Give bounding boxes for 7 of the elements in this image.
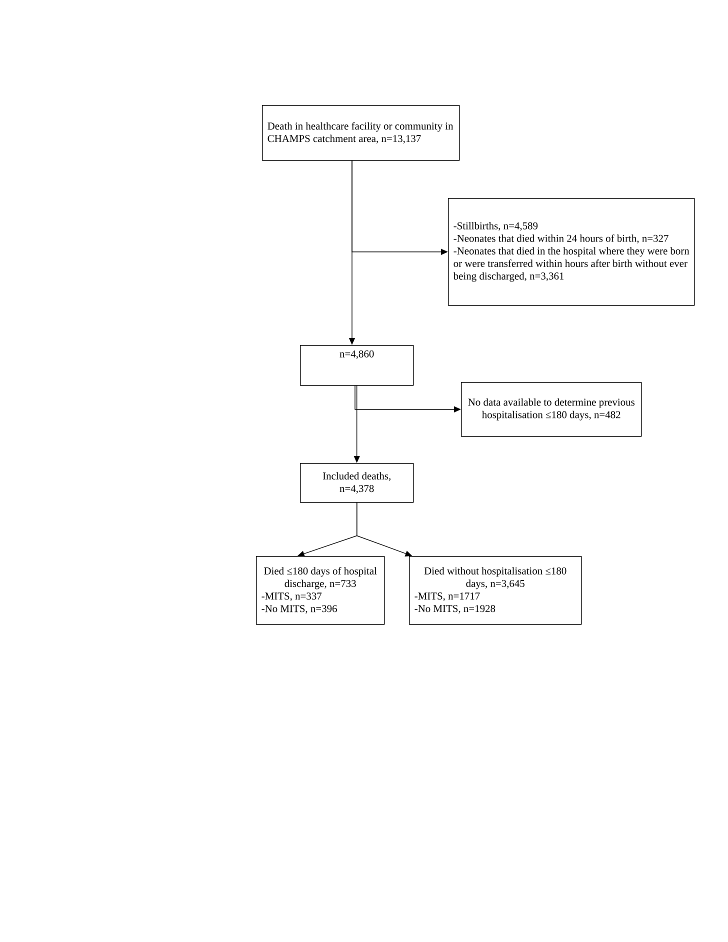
process-box: Included deaths, n=4,378 — [300, 463, 414, 503]
process-box: No data available to determine previous hospitalisation ≤180 days, n=482 — [461, 382, 642, 437]
process-box: Death in healthcare facility or community in CHAMPS catchment area, n=13,137 — [262, 105, 460, 161]
process-box: -Stillbirths, n=4,589 -Neonates that died within 24 hours of birth, n=327 -Neonates that died in the hospital where they were born or were transferred within hours after birth without ever being discharged, n=3,361 — [448, 198, 695, 306]
process-box: Died ≤180 days of hospital discharge, n=733 -MITS, n=337 -No MITS, n=396 — [256, 556, 385, 625]
process-box: n=4,860 — [300, 345, 414, 386]
process-box: Died without hospitalisation ≤180 days, n=3,645 -MITS, n=1717 -No MITS, n=1928 — [409, 556, 582, 625]
